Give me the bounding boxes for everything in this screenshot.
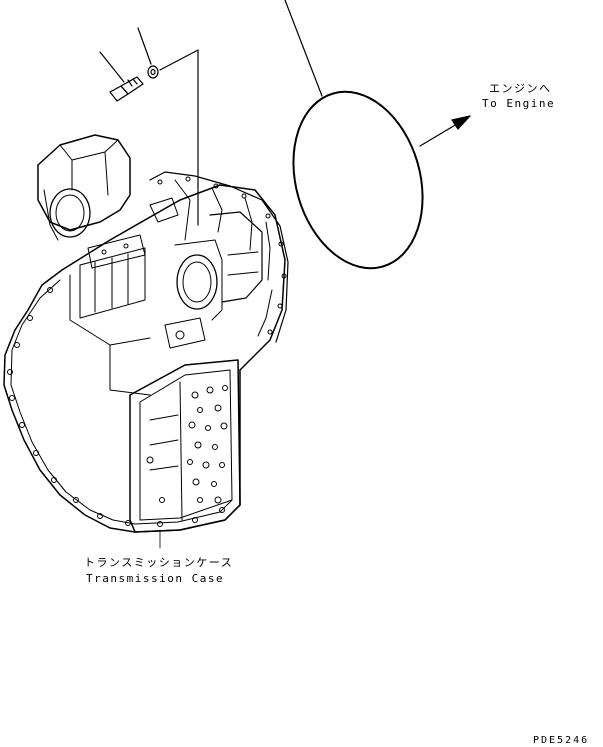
to-engine-label-ja: エンジンへ xyxy=(489,82,552,95)
to-engine-label-en: To Engine xyxy=(482,97,556,110)
o-ring-seal[interactable] xyxy=(274,76,443,283)
bolt-leader-line xyxy=(99,51,125,83)
transmission-case[interactable] xyxy=(3,134,289,533)
transmission-case-label-ja: トランスミッションケース xyxy=(84,556,234,569)
washer[interactable] xyxy=(147,65,159,79)
mounting-point-leader xyxy=(159,49,199,226)
bolt[interactable] xyxy=(109,76,144,102)
o-ring-leader-line xyxy=(284,0,323,97)
drawing-code: PDE5246 xyxy=(533,735,590,746)
washer-leader-line xyxy=(137,27,152,65)
transmission-case-label-en: Transmission Case xyxy=(86,572,225,585)
to-engine-arrow xyxy=(419,115,471,147)
